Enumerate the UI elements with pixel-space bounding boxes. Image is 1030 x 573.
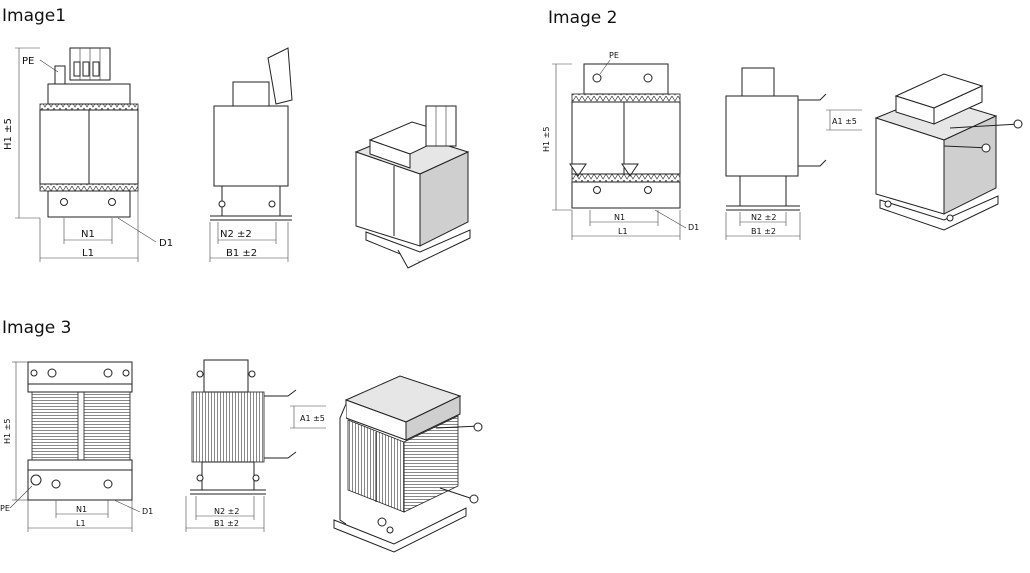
image1-iso-view (354, 105, 471, 269)
image3-label-h1: H1 ±5 (3, 419, 12, 444)
image3-label-pe: PE (0, 504, 10, 513)
image1-label-h1: H1 ±5 (3, 118, 14, 150)
image1-label-d1: D1 (159, 238, 173, 249)
image1-label-l1: L1 (82, 248, 94, 259)
image1-label-n2: N2 ±2 (220, 229, 252, 240)
image2-front-view (552, 59, 687, 240)
image3-label-d1: D1 (142, 507, 153, 516)
image1-label-n1: N1 (81, 229, 95, 240)
image1-label-b1: B1 ±2 (226, 248, 257, 259)
image2-label-a1: A1 ±5 (832, 117, 857, 126)
image3-title: Image 3 (2, 318, 72, 338)
image3-label-l1: L1 (76, 519, 86, 528)
image2-label-l1: L1 (618, 227, 628, 236)
image1-title: Image1 (2, 6, 67, 26)
image2-iso-view (874, 73, 1023, 231)
image3-iso-view (333, 375, 483, 553)
image3-label-a1: A1 ±5 (300, 414, 325, 423)
image2-label-pe: PE (609, 51, 619, 60)
image1-side-view (209, 47, 293, 262)
image1-front-view (15, 47, 157, 262)
image3-label-n1: N1 (76, 505, 87, 514)
image2-title: Image 2 (548, 8, 618, 28)
image2-side-view (725, 67, 862, 240)
image3-front-view (9, 361, 141, 532)
image2-label-b1: B1 ±2 (751, 227, 776, 236)
image3-label-n2: N2 ±2 (214, 507, 239, 516)
image3-side-view (185, 359, 326, 532)
image1-label-pe: PE (22, 56, 34, 67)
image2-label-h1: H1 ±5 (542, 127, 551, 152)
image2-label-n2: N2 ±2 (751, 213, 776, 222)
image2-label-d1: D1 (688, 223, 699, 232)
image2-label-n1: N1 (614, 213, 625, 222)
image3-label-b1: B1 ±2 (214, 519, 239, 528)
